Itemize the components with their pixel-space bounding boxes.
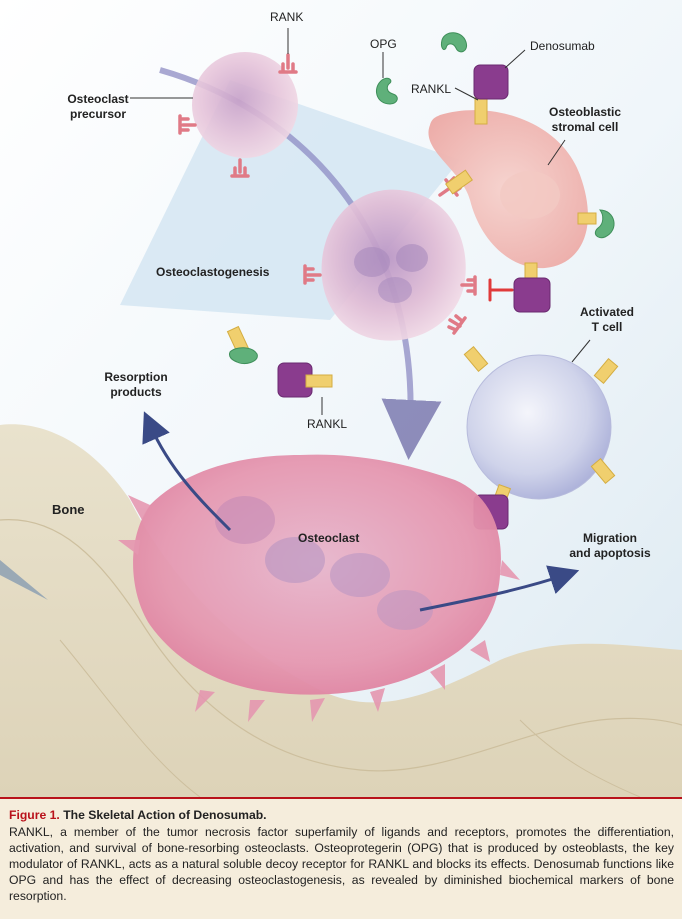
nucleus	[378, 277, 412, 303]
rank-receptor	[460, 275, 477, 296]
activated-t-cell	[466, 354, 612, 500]
label-line: and apoptosis	[569, 546, 651, 560]
label-rankl-top: RANKL	[411, 82, 452, 96]
rankl-ligand	[474, 97, 488, 125]
label-activated-t-cell: Activated T cell	[567, 305, 647, 335]
label-line: stromal cell	[551, 120, 619, 134]
label-bone: Bone	[52, 502, 85, 517]
label-line: Osteoclast	[67, 92, 129, 106]
nucleus	[215, 496, 275, 544]
label-resorption-products: Resorption products	[96, 370, 176, 400]
nucleus	[265, 537, 325, 583]
rank-receptor	[303, 264, 322, 285]
figure-title: The Skeletal Action of Denosumab.	[63, 808, 267, 822]
bone-matrix	[0, 424, 682, 797]
rankl-ligand	[305, 374, 333, 388]
label-leader	[547, 139, 566, 166]
label-line: Activated	[579, 305, 635, 319]
label-osteoclast-precursor: Osteoclast precursor	[58, 92, 138, 122]
opg-molecule	[229, 347, 258, 365]
illustration	[0, 0, 682, 797]
rank-receptor	[447, 314, 467, 335]
label-line: Migration	[583, 531, 637, 545]
maturing-osteoclast-cell	[321, 189, 466, 341]
label-osteoblastic-stromal-cell: Osteoblastic stromal cell	[540, 105, 630, 135]
nucleus	[354, 247, 390, 277]
ruffled-border	[118, 495, 520, 722]
bone-inner-layer	[0, 519, 682, 772]
label-osteoclast: Osteoclast	[298, 531, 360, 545]
rankl-ligand	[445, 169, 473, 195]
opg-molecule	[594, 209, 615, 239]
nucleus	[396, 244, 428, 272]
rankl-ligand	[590, 458, 616, 484]
label-migration-apoptosis: Migration and apoptosis	[560, 531, 660, 561]
label-opg: OPG	[370, 37, 397, 51]
label-line: Resorption	[104, 370, 168, 384]
label-line: Osteoblastic	[548, 105, 622, 119]
bone-line-2	[519, 719, 641, 797]
denosumab-antibody	[513, 277, 551, 313]
rank-receptor	[178, 114, 197, 135]
figure-caption: Figure 1. The Skeletal Action of Denosum…	[0, 797, 682, 919]
bone-line-1	[59, 639, 201, 797]
label-line: products	[110, 385, 162, 399]
label-rank: RANK	[270, 10, 304, 24]
rank-receptor	[278, 53, 298, 74]
denosumab-antibody	[473, 64, 509, 100]
rankl-ligand	[463, 346, 489, 372]
rank-receptor	[230, 158, 250, 178]
label-line: precursor	[69, 107, 127, 121]
label-denosumab: Denosumab	[530, 39, 595, 53]
nucleus	[500, 171, 560, 219]
label-osteoclastogenesis: Osteoclastogenesis	[156, 265, 270, 279]
rankl-ligand	[593, 358, 619, 384]
inhibition-mark	[488, 278, 514, 302]
nucleus	[330, 553, 390, 597]
opg-molecule	[375, 77, 398, 105]
label-line: T cell	[591, 320, 623, 334]
label-leader	[504, 49, 526, 69]
label-leader	[454, 87, 479, 101]
figure-number: Figure 1.	[9, 808, 60, 822]
label-leader	[571, 339, 591, 363]
migration-arrow	[419, 565, 580, 612]
resorption-arrow	[142, 411, 232, 532]
needle	[0, 560, 48, 600]
caption-title: Figure 1. The Skeletal Action of Denosum…	[9, 807, 674, 823]
caption-body: RANKL, a member of the tumor necrosis fa…	[9, 825, 674, 903]
rankl-ligand	[577, 212, 597, 225]
label-rankl-bottom: RANKL	[307, 417, 348, 431]
nucleus	[377, 590, 433, 630]
opg-molecule	[441, 32, 468, 53]
osteoclast-precursor-cell	[192, 52, 298, 158]
